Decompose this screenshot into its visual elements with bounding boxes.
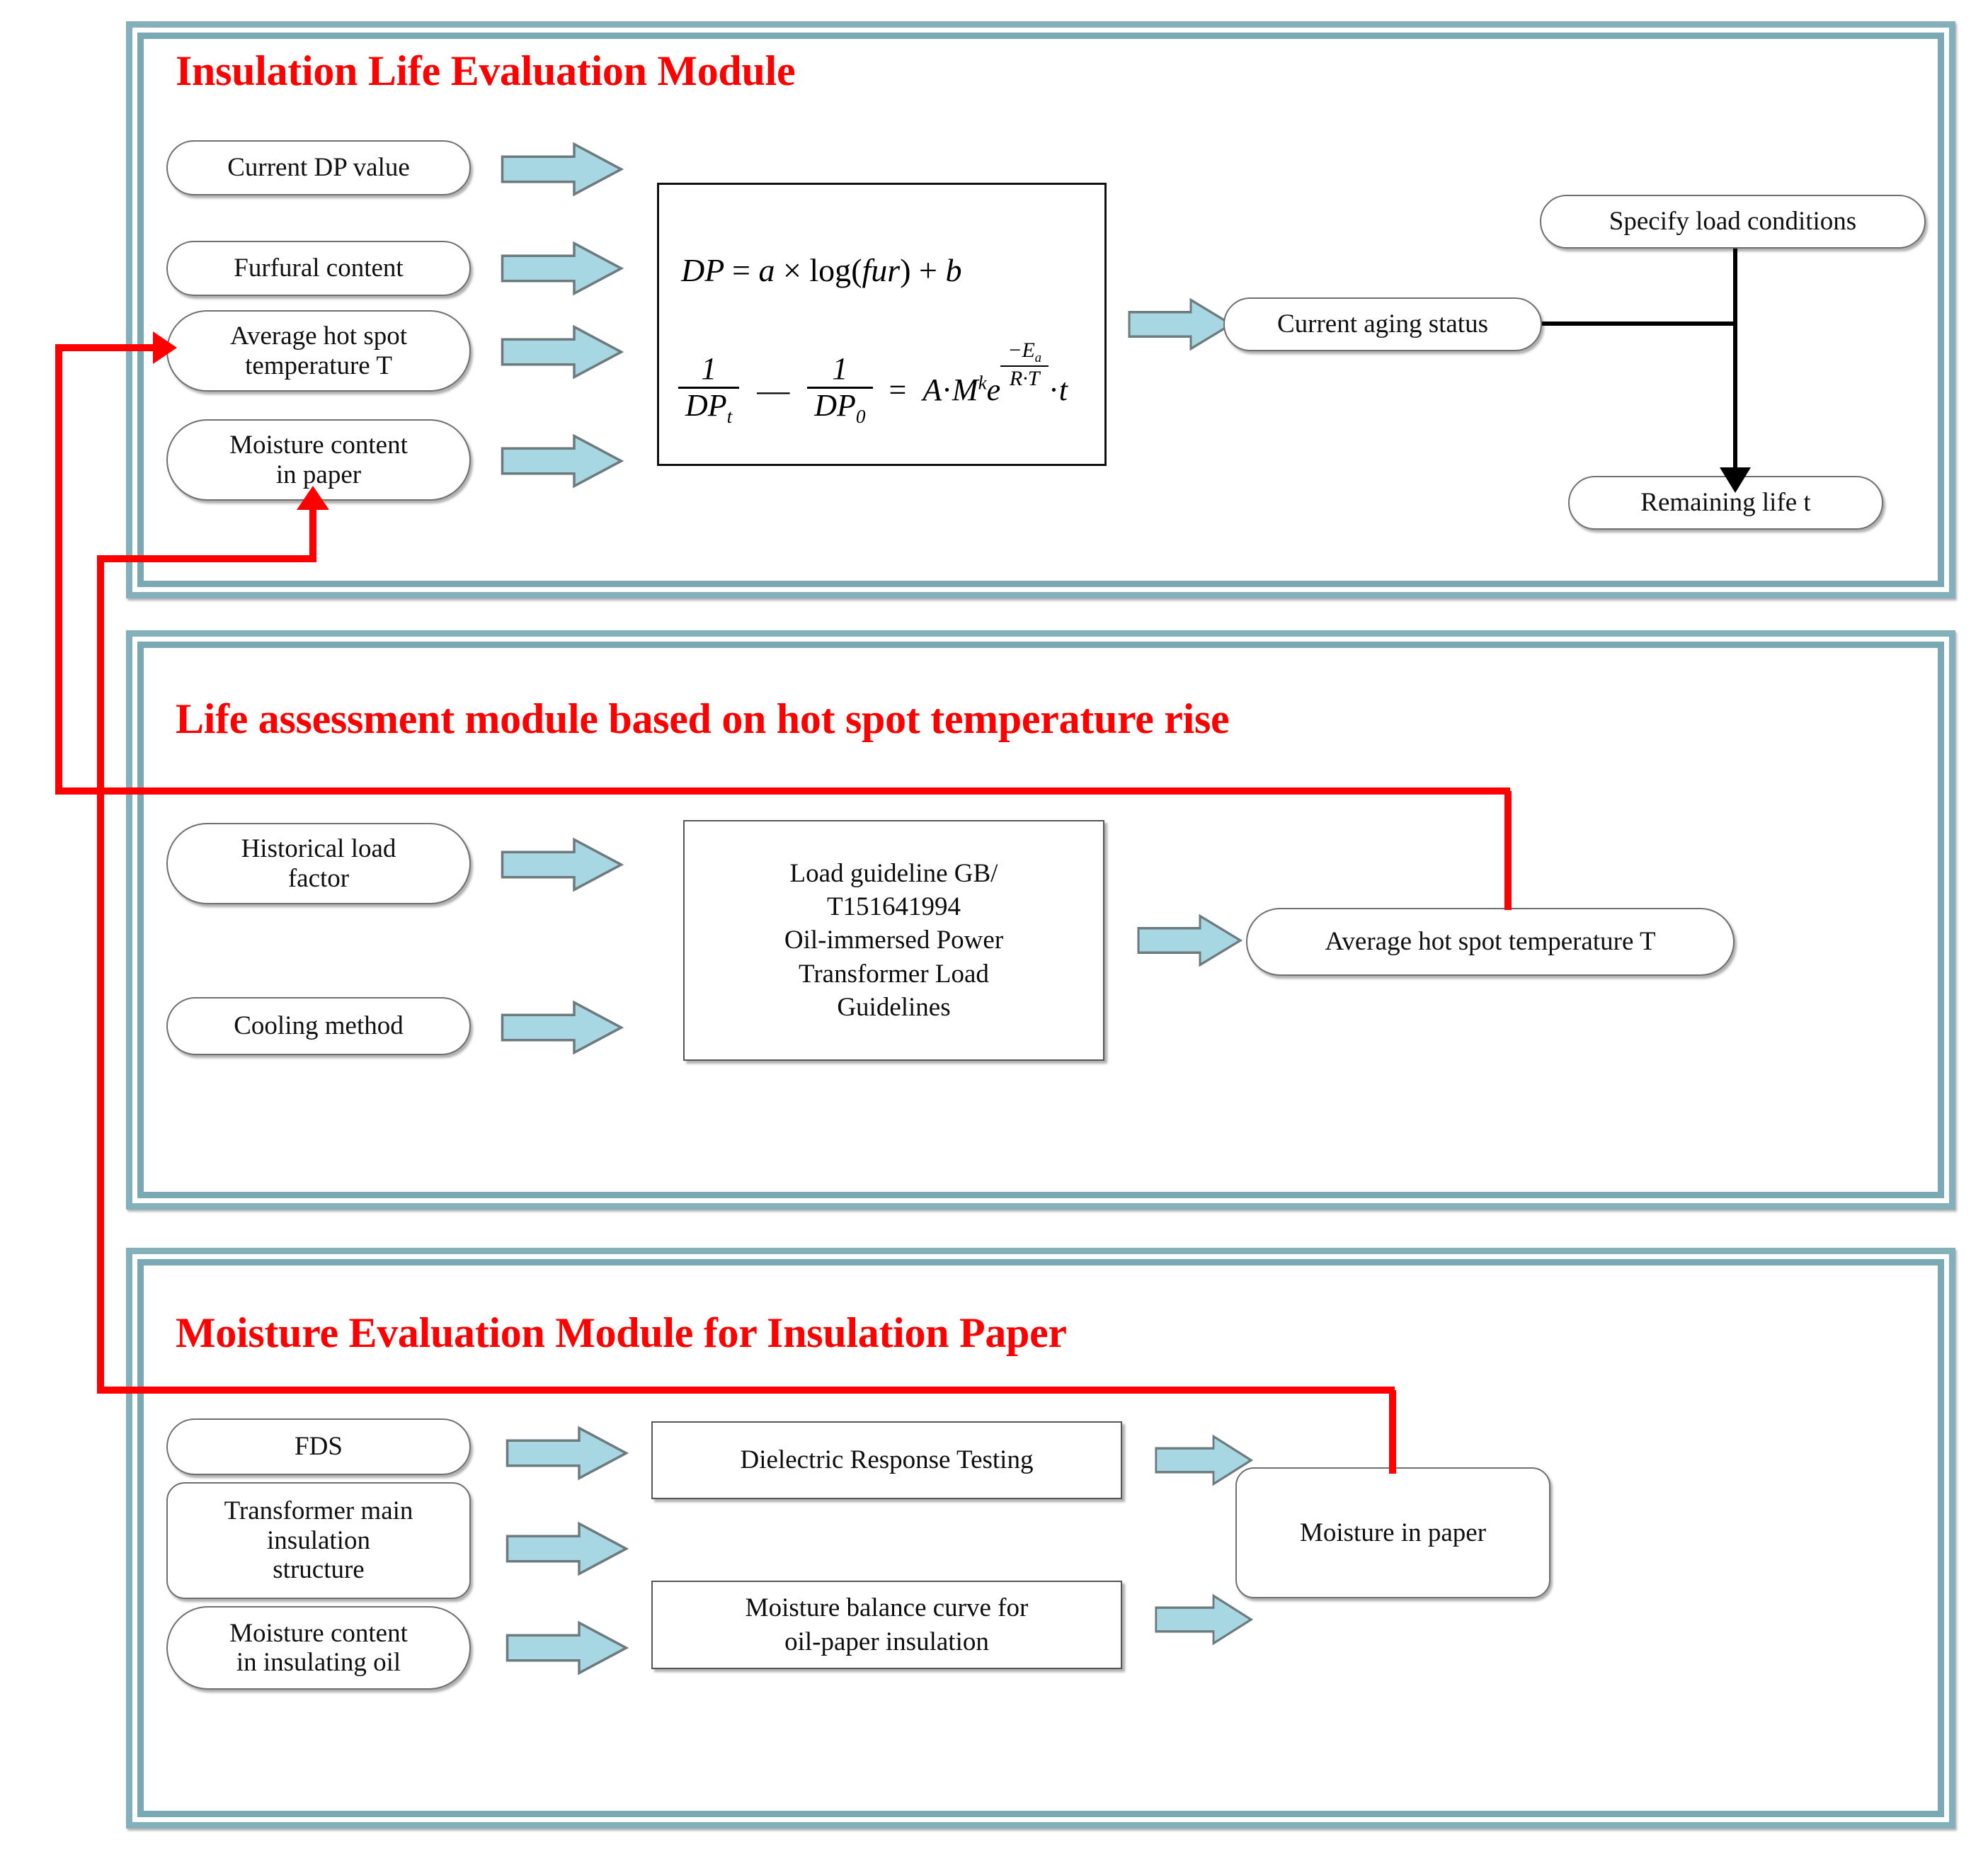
node-label: Moisture content in insulating oil [229,1618,408,1677]
node-label: Moisture content in paper [229,431,408,489]
block-arrow-load-factor-to-guideline [500,837,624,892]
feedback-a-arrowhead [153,331,177,364]
block-arrow-oil-moisture-to-balance-curve [505,1620,629,1676]
block-arrow-dielectric-to-moisture [1154,1434,1253,1486]
block-arrow-dp-to-formula [500,142,624,197]
node-transformer-main-insulation-structure[interactable]: Transformer main insulation structure [166,1482,471,1599]
node-moisture-in-paper[interactable]: Moisture in paper [1235,1467,1550,1598]
block-arrow-moisture-to-formula [500,433,624,489]
box-label: Load guideline GB/ T151641994 Oil-immers… [784,858,1004,1023]
node-cooling-method[interactable]: Cooling method [166,997,471,1055]
block-arrow-guideline-to-temperature [1136,914,1242,967]
box-moisture-balance-curve: Moisture balance curve for oil-paper ins… [651,1581,1122,1669]
node-label: Transformer main insulation structure [224,1496,413,1585]
arrowhead-to-remaining-life [1720,467,1751,493]
module-3-title: Moisture Evaluation Module for Insulatio… [176,1309,1067,1356]
feedback-a-vertical-from-source [1504,791,1512,910]
block-arrow-balance-curve-to-moisture [1154,1593,1253,1646]
feedback-b-vertical-to-target [309,507,316,559]
node-average-hot-spot-temperature[interactable]: Average hot spot temperature T [166,310,471,392]
feedback-b-vertical-riser [97,559,104,1392]
connector-aging-to-junction [1542,322,1737,326]
fraction-1-over-dpt: 1 DPt [678,352,740,427]
node-label: Historical load factor [241,834,396,893]
feedback-a-horizontal-to-target [55,344,163,351]
node-current-aging-status[interactable]: Current aging status [1223,297,1542,351]
node-label: Average hot spot temperature T [229,322,408,380]
formula-box [657,183,1107,466]
module-2-title: Life assessment module based on hot spot… [176,695,1230,742]
feedback-b-arrowhead [297,486,329,510]
block-arrow-temperature-to-formula [500,324,624,380]
formula-aging-kinetics: 1 DPt — 1 DP0 = A·Mke −Ea R·T ·t [678,338,1068,427]
feedback-a-horizontal-across [55,787,1510,795]
block-arrow-fds-to-dielectric [505,1426,629,1481]
module-1-title: Insulation Life Evaluation Module [176,47,796,94]
feedback-a-vertical-riser [55,348,62,793]
node-moisture-content-in-insulating-oil[interactable]: Moisture content in insulating oil [166,1606,471,1690]
block-arrow-formula-to-aging-status [1127,297,1233,351]
box-load-guideline: Load guideline GB/ T151641994 Oil-immers… [683,820,1104,1061]
node-furfural-content[interactable]: Furfural content [166,241,471,296]
node-average-hot-spot-temperature-output[interactable]: Average hot spot temperature T [1246,908,1735,976]
block-arrow-structure-to-balance-curve [505,1521,629,1576]
node-fds[interactable]: FDS [166,1418,471,1475]
block-arrow-furfural-to-formula [500,241,624,296]
connector-load-conditions-vertical [1733,249,1737,475]
box-dielectric-response-testing: Dielectric Response Testing [651,1421,1122,1499]
feedback-b-vertical-from-source [1389,1390,1396,1474]
feedback-b-horizontal-across [97,1387,1395,1394]
node-current-dp-value[interactable]: Current DP value [166,140,471,195]
block-arrow-cooling-to-guideline [500,1000,624,1055]
fraction-1-over-dp0: 1 DP0 [807,352,873,427]
feedback-b-horizontal-to-target [97,555,316,562]
box-label: Moisture balance curve for oil-paper ins… [745,1593,1029,1656]
node-specify-load-conditions[interactable]: Specify load conditions [1540,195,1926,249]
node-historical-load-factor[interactable]: Historical load factor [166,823,471,904]
formula-dp-equation: DP = a × log(fur) + b [681,252,962,288]
fraction-exponent: −Ea R·T [1000,338,1049,390]
